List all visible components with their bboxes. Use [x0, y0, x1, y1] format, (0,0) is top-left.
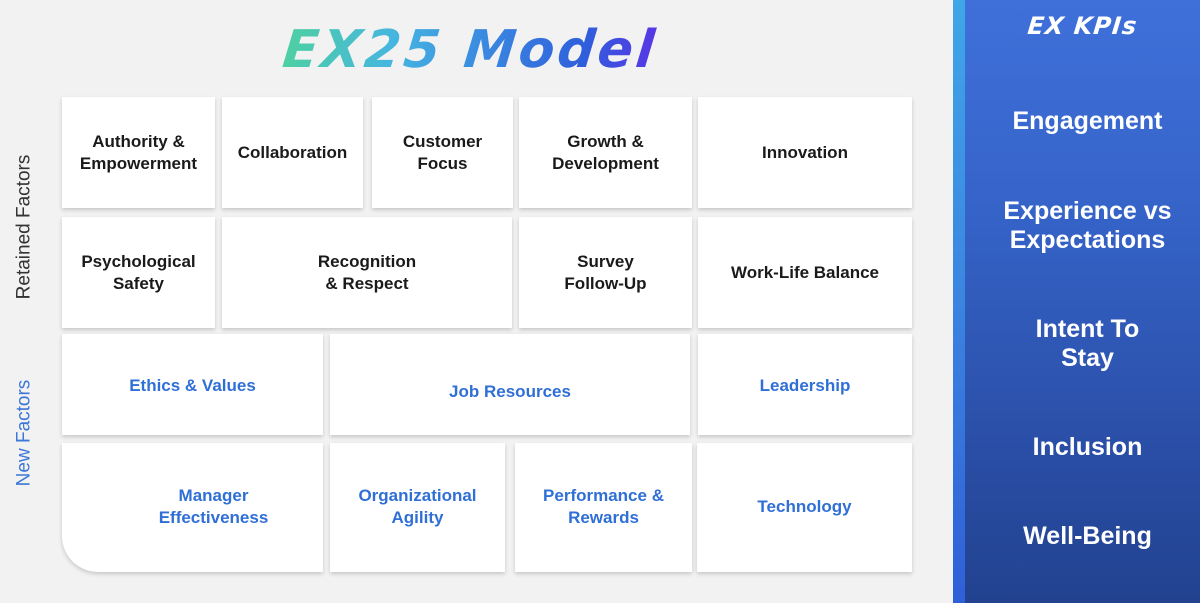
- factor-label: Authority & Empowerment: [79, 131, 198, 173]
- factor-label: Manager Effectiveness: [158, 485, 269, 527]
- factor-label: Recognition & Respect: [317, 251, 417, 293]
- factor-card-leadership: Leadership: [698, 334, 912, 435]
- factor-card-manager-effectiveness: Manager Effectiveness: [62, 443, 323, 572]
- factor-label: Innovation: [762, 142, 848, 162]
- factor-card-job-resources: Job Resources: [330, 334, 690, 435]
- factor-card-customer-focus: Customer Focus: [372, 97, 513, 208]
- retained-factors-label: Retained Factors: [13, 154, 35, 300]
- factor-label: Survey Follow-Up: [564, 251, 647, 293]
- factor-card-organizational-agility: Organizational Agility: [330, 443, 505, 572]
- factor-card-authority-empowerment: Authority & Empowerment: [62, 97, 215, 208]
- factor-card-work-life-balance: Work-Life Balance: [698, 217, 912, 328]
- factor-label: Collaboration: [237, 142, 348, 162]
- page-title: EX25 Model: [277, 18, 664, 82]
- factor-label: Psychological Safety: [81, 251, 196, 293]
- kpi-well-being: Well-Being: [1023, 522, 1152, 550]
- factor-label: Organizational Agility: [358, 485, 477, 527]
- factor-label: Technology: [757, 496, 852, 516]
- kpi-engagement: Engagement: [1012, 107, 1163, 135]
- kpi-intent-to-stay: Intent To Stay: [1035, 315, 1140, 372]
- factor-label: Job Resources: [449, 381, 571, 401]
- factor-label: Performance & Rewards: [543, 485, 664, 527]
- kpi-panel-accent-stripe: [953, 0, 965, 603]
- factor-card-survey-follow-up: Survey Follow-Up: [519, 217, 692, 328]
- factor-label: Customer Focus: [402, 131, 483, 173]
- kpi-inclusion: Inclusion: [1032, 433, 1143, 461]
- factor-card-psychological-safety: Psychological Safety: [62, 217, 215, 328]
- factor-card-recognition-respect: Recognition & Respect: [222, 217, 512, 328]
- factor-card-innovation: Innovation: [698, 97, 912, 208]
- factor-card-ethics-values: Ethics & Values: [62, 334, 323, 435]
- factor-card-performance-rewards: Performance & Rewards: [515, 443, 692, 572]
- factor-label: Work-Life Balance: [730, 262, 879, 282]
- factor-card-collaboration: Collaboration: [222, 97, 363, 208]
- kpi-experience-vs-expectations: Experience vs Expectations: [1003, 197, 1172, 254]
- factor-card-growth-development: Growth & Development: [519, 97, 692, 208]
- new-factors-label: New Factors: [13, 379, 35, 487]
- factor-label: Leadership: [759, 376, 851, 395]
- factor-label: Growth & Development: [552, 131, 659, 173]
- kpi-panel: [953, 0, 1200, 603]
- factor-label: Ethics & Values: [129, 376, 256, 395]
- factor-card-technology: Technology: [697, 443, 912, 572]
- kpi-panel-title: EX KPIs: [1026, 12, 1139, 40]
